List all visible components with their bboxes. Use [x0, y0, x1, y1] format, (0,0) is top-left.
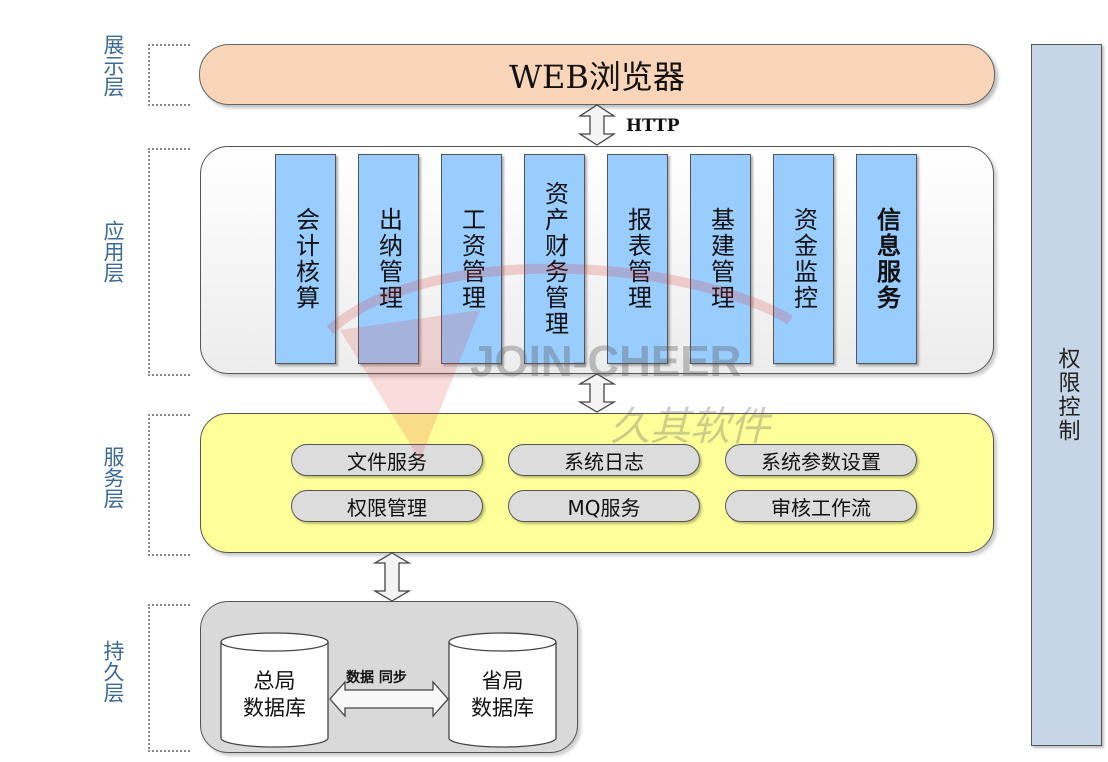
web-browser-box: WEB浏览器 [199, 44, 995, 105]
service-item: 权限管理 [291, 490, 483, 522]
app-module: 基建管理 [690, 154, 751, 364]
service-item: 系统日志 [508, 444, 700, 476]
database-cylinder-icon [448, 632, 557, 748]
app-module: 资产财务管理 [524, 154, 585, 364]
service-item: 系统参数设置 [725, 444, 917, 476]
http-double-arrow-icon [577, 104, 617, 146]
app-module: 会计核算 [275, 154, 336, 364]
web-browser-label: WEB浏览器 [509, 57, 685, 96]
service-item: MQ服务 [508, 490, 700, 522]
database-hq-line1: 总局 [253, 669, 296, 693]
app-module: 信息服务 [856, 154, 917, 364]
database-hq: 总局 数据库 [220, 632, 329, 748]
service-item-label: 系统参数设置 [761, 449, 881, 474]
http-label: HTTP [626, 116, 680, 136]
database-province-line1: 省局 [481, 669, 524, 693]
app-module-label: 会计核算 [291, 207, 320, 311]
database-cylinder-icon [220, 632, 329, 748]
database-province-line2: 数据库 [471, 696, 534, 720]
sync-double-arrow-icon [329, 680, 449, 718]
service-item: 审核工作流 [725, 490, 917, 522]
layer-label-persistence: 持久层 [101, 640, 125, 703]
app-module-label: 基建管理 [706, 207, 735, 311]
database-province: 省局 数据库 [448, 632, 557, 748]
service-item-label: MQ服务 [567, 495, 641, 520]
layer-label-presentation: 展示层 [101, 34, 125, 97]
layer-bracket-service [148, 414, 190, 556]
app-module: 出纳管理 [358, 154, 419, 364]
app-module-label: 工资管理 [457, 207, 486, 311]
layer-bracket-presentation [148, 44, 190, 106]
layer-bracket-application [148, 148, 190, 376]
permission-control-rail: 权限控制 [1031, 44, 1102, 746]
app-module-label: 报表管理 [623, 207, 652, 311]
data-sync-label: 数据 同步 [346, 670, 407, 686]
app-module: 资金监控 [773, 154, 834, 364]
service-layer-panel [200, 413, 994, 553]
app-module: 报表管理 [607, 154, 668, 364]
service-item: 文件服务 [291, 444, 483, 476]
service-persistence-double-arrow-icon [372, 552, 412, 602]
layer-bracket-persistence [148, 604, 190, 752]
permission-control-label: 权限控制 [1054, 347, 1080, 443]
service-item-label: 权限管理 [347, 495, 427, 520]
app-module-label: 资产财务管理 [540, 181, 569, 337]
app-module-label: 资金监控 [789, 207, 818, 311]
layer-label-application: 应用层 [101, 220, 125, 283]
service-item-label: 审核工作流 [771, 495, 871, 520]
service-item-label: 文件服务 [347, 449, 427, 474]
app-module: 工资管理 [441, 154, 502, 364]
service-item-label: 系统日志 [564, 449, 644, 474]
app-service-double-arrow-icon [577, 373, 617, 413]
layer-label-service: 服务层 [101, 446, 125, 509]
app-module-label: 出纳管理 [374, 207, 403, 311]
app-module-label: 信息服务 [872, 207, 902, 311]
database-hq-line2: 数据库 [243, 696, 306, 720]
